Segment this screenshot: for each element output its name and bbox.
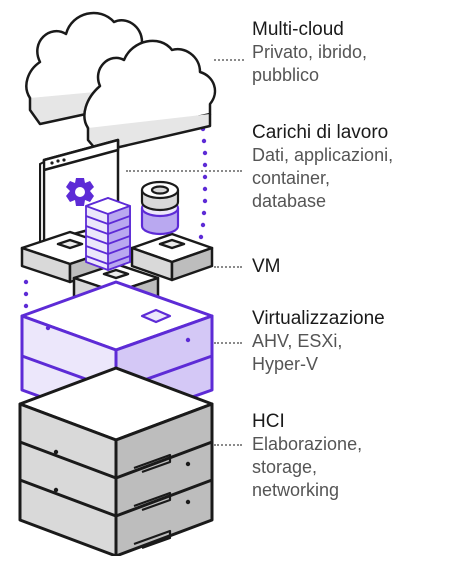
label-desc-line: Privato, ibrido, xyxy=(252,42,368,62)
leader-multicloud xyxy=(214,59,244,61)
leader-virtualization xyxy=(214,342,242,344)
leader-hci xyxy=(214,444,242,446)
label-desc-line: Dati, applicazioni, xyxy=(252,145,394,165)
label-desc-line: Elaborazione, xyxy=(252,434,363,454)
label-title: VM xyxy=(252,256,281,277)
label-vm: VM xyxy=(252,255,281,278)
label-desc-line: database xyxy=(252,191,327,211)
gear-icon xyxy=(66,178,94,206)
label-multicloud: Multi-cloud Privato, ibrido, pubblico xyxy=(252,18,367,87)
label-desc-line: AHV, ESXi, xyxy=(252,331,343,351)
label-virtualization: Virtualizzazione AHV, ESXi, Hyper-V xyxy=(252,307,385,376)
hci-server-stack xyxy=(18,366,214,558)
label-desc-line: container, xyxy=(252,168,331,188)
label-desc-line: pubblico xyxy=(252,65,320,85)
leader-vm xyxy=(214,266,242,268)
label-title: Multi-cloud xyxy=(252,19,344,40)
label-desc-line: storage, xyxy=(252,457,318,477)
label-title: Carichi di lavoro xyxy=(252,122,389,143)
data-stack-icon xyxy=(85,197,131,271)
label-desc-line: Hyper-V xyxy=(252,354,319,374)
label-hci: HCI Elaborazione, storage, networking xyxy=(252,410,362,502)
label-title: Virtualizzazione xyxy=(252,308,385,329)
leader-workloads xyxy=(126,170,242,172)
database-icon xyxy=(140,180,180,236)
vm-box-right xyxy=(130,232,214,282)
label-workloads: Carichi di lavoro Dati, applicazioni, co… xyxy=(252,121,393,213)
connector-dots-right xyxy=(197,102,208,240)
label-title: HCI xyxy=(252,411,285,432)
label-desc-line: networking xyxy=(252,480,340,500)
